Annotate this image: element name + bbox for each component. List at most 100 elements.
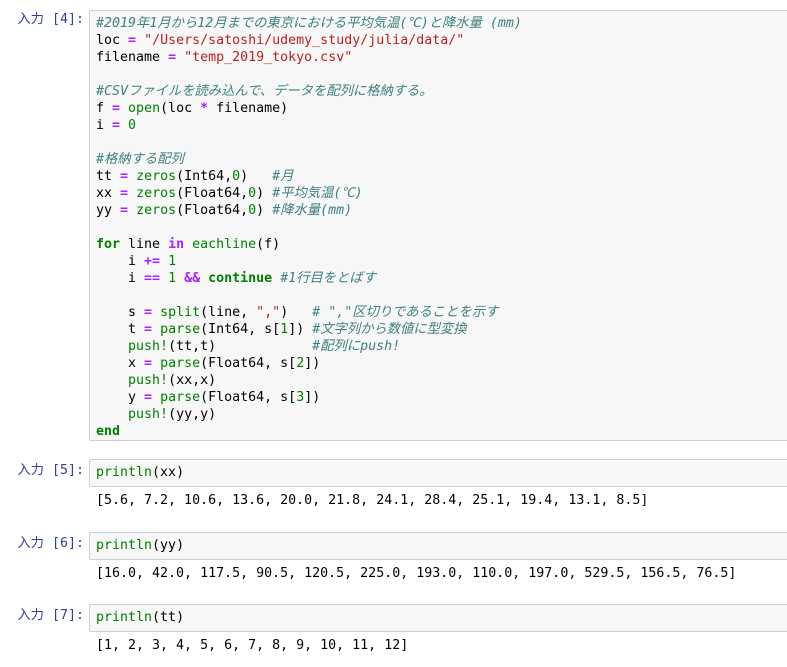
code-token: ]) bbox=[304, 390, 321, 405]
code-line: s = split(line, ",") # ","区切りであることを示す bbox=[96, 304, 782, 321]
code-token: 0 bbox=[248, 203, 257, 218]
code-token: ) bbox=[280, 305, 313, 320]
code-token: = bbox=[112, 101, 121, 116]
code-token: (Float64, bbox=[176, 203, 249, 218]
code-token bbox=[160, 271, 168, 286]
code-token: 1 bbox=[168, 271, 177, 286]
code-token bbox=[160, 254, 168, 269]
code-token: parse bbox=[160, 356, 201, 371]
code-token: && bbox=[184, 271, 201, 286]
code-token: #1行目をとばす bbox=[280, 271, 376, 286]
code-token: loc bbox=[96, 33, 129, 48]
code-line bbox=[96, 287, 782, 304]
code-token bbox=[136, 33, 144, 48]
code-token: yy bbox=[96, 203, 121, 218]
code-line: y = parse(Float64, s[3]) bbox=[96, 389, 782, 406]
code-token: ) bbox=[256, 186, 273, 201]
code-token: 0 bbox=[128, 118, 137, 133]
code-token: 3 bbox=[296, 390, 305, 405]
code-token bbox=[128, 203, 136, 218]
code-token: (line, bbox=[200, 305, 257, 320]
code-token: continue bbox=[208, 271, 273, 286]
code-block: println(yy) bbox=[96, 537, 782, 554]
code-token bbox=[200, 271, 208, 286]
code-token: ]) bbox=[288, 322, 313, 337]
code-token: zeros bbox=[136, 169, 177, 184]
code-token: push! bbox=[128, 339, 169, 354]
code-token: #2019年1月から12月までの東京における平均気温(℃)と降水量 (mm) bbox=[96, 16, 522, 31]
code-line: push!(yy,y) bbox=[96, 406, 782, 423]
code-token: tt bbox=[96, 169, 121, 184]
code-token bbox=[152, 356, 160, 371]
code-line bbox=[96, 219, 782, 236]
code-token: = bbox=[128, 33, 137, 48]
code-token: i bbox=[96, 271, 145, 286]
code-line: println(xx) bbox=[96, 464, 782, 481]
code-token: t bbox=[96, 322, 145, 337]
code-token: filename) bbox=[208, 101, 289, 116]
code-token: = bbox=[120, 203, 129, 218]
code-token: (xx,x) bbox=[168, 373, 217, 388]
code-token: #格納する配列 bbox=[96, 152, 184, 167]
code-line: push!(xx,x) bbox=[96, 372, 782, 389]
code-token: #降水量(mm) bbox=[272, 203, 353, 218]
code-token bbox=[152, 322, 160, 337]
code-token: (Int64, bbox=[176, 169, 233, 184]
code-token: i bbox=[96, 254, 145, 269]
code-line: end bbox=[96, 423, 782, 440]
code-token: 2 bbox=[296, 356, 305, 371]
code-line: println(yy) bbox=[96, 537, 782, 554]
code-token: filename bbox=[96, 50, 169, 65]
code-input[interactable]: println(yy) bbox=[89, 532, 787, 560]
code-token: xx bbox=[96, 186, 121, 201]
code-token: 1 bbox=[168, 254, 177, 269]
code-token bbox=[176, 50, 184, 65]
code-token: (Float64, s[ bbox=[200, 356, 297, 371]
code-token: i bbox=[96, 118, 113, 133]
code-line: x = parse(Float64, s[2]) bbox=[96, 355, 782, 372]
code-token: * bbox=[200, 101, 209, 116]
code-token: (loc bbox=[160, 101, 201, 116]
code-token bbox=[272, 271, 280, 286]
cell-output: [16.0, 42.0, 117.5, 90.5, 120.5, 225.0, … bbox=[96, 566, 737, 581]
code-line bbox=[96, 66, 782, 83]
code-token: #月 bbox=[272, 169, 294, 184]
code-token: (xx) bbox=[152, 465, 185, 480]
code-token: (tt) bbox=[152, 610, 185, 625]
code-line: f = open(loc * filename) bbox=[96, 100, 782, 117]
code-line: loc = "/Users/satoshi/udemy_study/julia/… bbox=[96, 32, 782, 49]
code-token: = bbox=[120, 169, 129, 184]
code-token: (f) bbox=[256, 237, 281, 252]
cell-output: [5.6, 7.2, 10.6, 13.6, 20.0, 21.8, 24.1,… bbox=[96, 493, 649, 508]
code-token bbox=[184, 237, 192, 252]
code-line: xx = zeros(Float64,0) #平均気温(℃) bbox=[96, 185, 782, 202]
code-token: eachline bbox=[192, 237, 257, 252]
code-token bbox=[120, 118, 128, 133]
code-token: parse bbox=[160, 322, 201, 337]
code-token: push! bbox=[128, 373, 169, 388]
code-token: open bbox=[128, 101, 161, 116]
code-line: #2019年1月から12月までの東京における平均気温(℃)と降水量 (mm) bbox=[96, 15, 782, 32]
code-input[interactable]: #2019年1月から12月までの東京における平均気温(℃)と降水量 (mm)lo… bbox=[89, 10, 787, 441]
code-line: #格納する配列 bbox=[96, 151, 782, 168]
code-token: in bbox=[168, 237, 185, 252]
code-line: filename = "temp_2019_tokyo.csv" bbox=[96, 49, 782, 66]
code-token: for bbox=[96, 237, 121, 252]
code-token: line bbox=[120, 237, 169, 252]
cell-prompt: 入力 [7]: bbox=[17, 608, 84, 623]
code-token bbox=[152, 390, 160, 405]
code-token: println bbox=[96, 610, 153, 625]
code-token: = bbox=[120, 186, 129, 201]
code-token: (Float64, bbox=[176, 186, 249, 201]
code-input[interactable]: println(xx) bbox=[89, 459, 787, 487]
code-token: y bbox=[96, 390, 145, 405]
cell-output: [1, 2, 3, 4, 5, 6, 7, 8, 9, 10, 11, 12] bbox=[96, 638, 409, 653]
code-token: end bbox=[96, 424, 121, 439]
code-input[interactable]: println(tt) bbox=[89, 604, 787, 632]
code-token: #文字列から数値に型変換 bbox=[312, 322, 467, 337]
code-line: t = parse(Int64, s[1]) #文字列から数値に型変換 bbox=[96, 321, 782, 338]
code-token: (tt,t) bbox=[168, 339, 313, 354]
code-token: x bbox=[96, 356, 145, 371]
code-token: "," bbox=[256, 305, 281, 320]
code-token bbox=[96, 373, 128, 388]
